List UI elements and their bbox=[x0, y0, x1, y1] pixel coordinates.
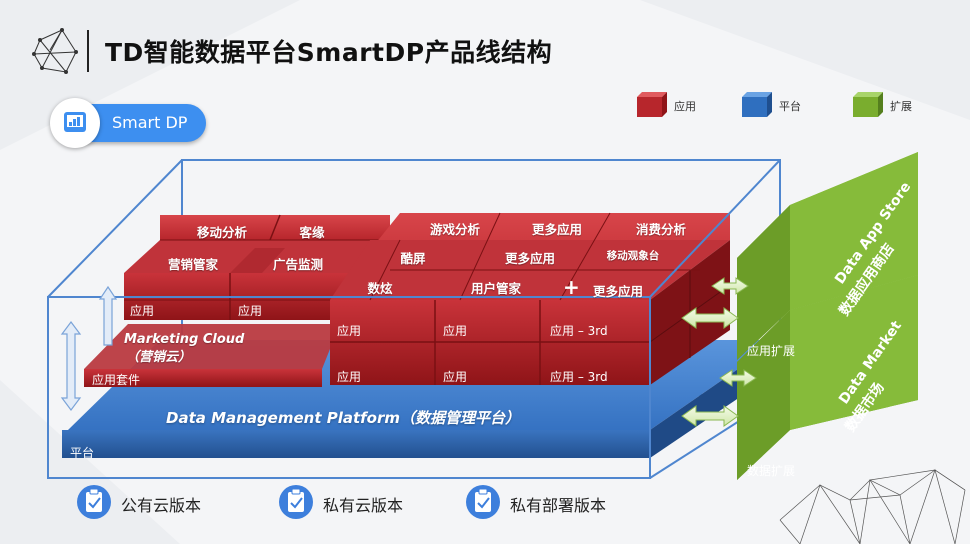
clipboard-check-icon bbox=[77, 485, 111, 519]
legend-platform-label: 平台 bbox=[779, 100, 801, 113]
marketing-cloud-subtitle: （营销云） bbox=[126, 350, 192, 365]
clipboard-check-icon bbox=[466, 485, 500, 519]
vertical-arrow-icon bbox=[60, 321, 82, 411]
vertical-arrow-icon bbox=[98, 285, 118, 346]
app-suite-label: 应用套件 bbox=[92, 373, 141, 387]
app-label: 应用 bbox=[443, 370, 468, 384]
data-app-store-block bbox=[737, 152, 918, 360]
app-tile: 更多应用 bbox=[592, 284, 643, 299]
app-tile: 移动观象台 bbox=[606, 250, 660, 262]
data-market-block bbox=[737, 275, 918, 480]
app-tile: 酷屏 bbox=[400, 251, 426, 266]
legend-app-label: 应用 bbox=[674, 100, 696, 113]
app-tile: 更多应用 bbox=[531, 222, 582, 237]
legend-extension-cube-icon bbox=[853, 92, 883, 117]
right-app-block bbox=[330, 212, 731, 385]
plus-icon: + bbox=[563, 275, 580, 299]
app-tile: 广告监测 bbox=[272, 257, 323, 272]
app-tile: 客缘 bbox=[299, 225, 325, 240]
network-decoration-icon bbox=[779, 468, 966, 544]
double-arrow-icon bbox=[719, 369, 757, 387]
app-tile: 数炫 bbox=[367, 281, 393, 296]
badge-icon-holder bbox=[50, 98, 100, 148]
third-party-app-label: 应用 – 3rd bbox=[550, 324, 608, 338]
dashboard-icon bbox=[64, 112, 86, 132]
platform-title: Data Management Platform（数据管理平台） bbox=[166, 409, 521, 427]
title-divider bbox=[87, 30, 89, 72]
app-tile: 营销管家 bbox=[167, 257, 218, 272]
app-tile: 移动分析 bbox=[196, 225, 247, 240]
platform-label: 平台 bbox=[70, 446, 95, 460]
app-tile: 游戏分析 bbox=[429, 222, 480, 237]
app-tile: 用户管家 bbox=[470, 281, 521, 296]
page-title: TD智能数据平台SmartDP产品线结构 bbox=[105, 38, 553, 67]
marketing-cloud-title: Marketing Cloud bbox=[124, 332, 245, 347]
legend-platform-cube-icon bbox=[742, 92, 772, 117]
app-label: 应用 bbox=[443, 324, 468, 338]
third-party-app-label: 应用 – 3rd bbox=[550, 370, 608, 384]
version-label: 私有部署版本 bbox=[510, 496, 607, 515]
app-tile: 消费分析 bbox=[635, 222, 686, 237]
double-arrow-icon bbox=[711, 277, 749, 295]
clipboard-check-icon bbox=[279, 485, 313, 519]
app-tile: 更多应用 bbox=[504, 251, 555, 266]
app-extension-label: 应用扩展 bbox=[747, 344, 796, 358]
app-label: 应用 bbox=[238, 304, 263, 318]
data-extension-label: 数据扩展 bbox=[747, 464, 796, 478]
app-label: 应用 bbox=[337, 324, 362, 338]
version-label: 私有云版本 bbox=[323, 496, 404, 515]
app-label: 应用 bbox=[337, 370, 362, 384]
smart-dp-label: Smart DP bbox=[112, 113, 188, 132]
app-label: 应用 bbox=[130, 304, 155, 318]
double-arrow-icon bbox=[681, 307, 739, 329]
legend-app-cube-icon bbox=[637, 92, 667, 117]
legend-extension-label: 扩展 bbox=[890, 100, 912, 113]
double-arrow-icon bbox=[681, 405, 739, 427]
version-label: 公有云版本 bbox=[121, 496, 202, 515]
